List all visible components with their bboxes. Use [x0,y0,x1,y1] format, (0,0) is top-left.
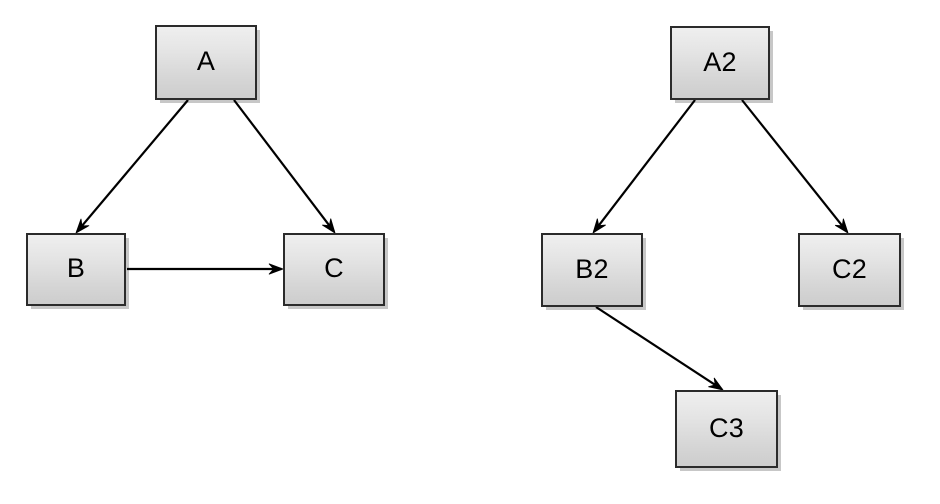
node-label: C3 [709,412,744,443]
edge-b2-to-c3 [595,306,724,391]
node-label: B2 [575,253,609,284]
edge-b-to-c [127,263,285,275]
edge-a-to-c [233,99,336,234]
edge-a-to-b [75,99,189,234]
edge-a2-to-b2 [592,99,696,234]
edge-a2-to-c2 [741,99,849,234]
node-c[interactable]: C [283,233,385,306]
node-a[interactable]: A [155,25,257,100]
node-c3[interactable]: C3 [675,390,778,468]
node-label: A2 [703,46,737,77]
node-a2[interactable]: A2 [670,26,770,100]
node-b2[interactable]: B2 [541,233,643,307]
node-label: A [196,46,216,76]
node-b[interactable]: B [26,233,126,306]
node-label: B [66,253,86,283]
node-label: C2 [832,253,867,284]
node-label: C [324,253,344,283]
node-c2[interactable]: C2 [798,233,901,307]
